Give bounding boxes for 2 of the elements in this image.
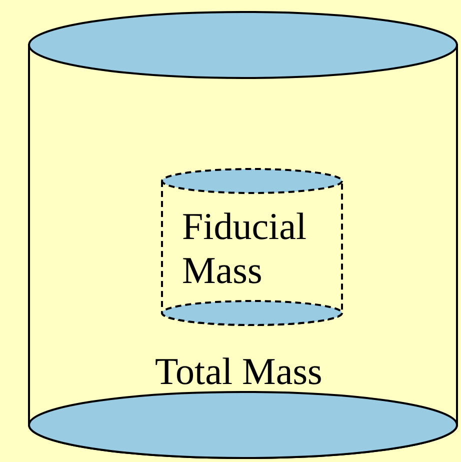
cylinder-label: Total Mass: [155, 350, 324, 394]
cylinder-label: Fiducial Mass: [182, 205, 308, 293]
